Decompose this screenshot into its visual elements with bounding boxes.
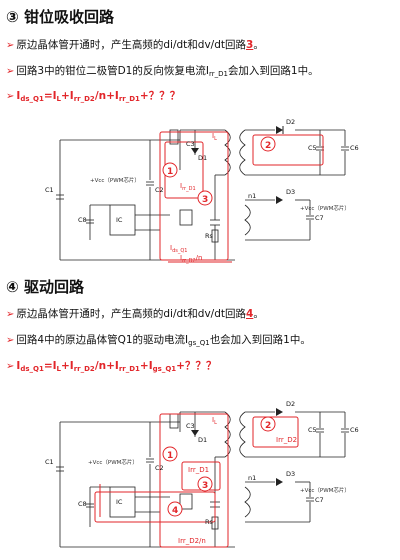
svg-text:C3: C3 [186,140,195,148]
svg-text:2: 2 [265,421,271,431]
svg-text:C7: C7 [315,214,324,222]
section-4-title: ④ 驱动回路 [6,276,84,297]
svg-text:n1: n1 [248,474,256,482]
svg-text:+Vcc（PWM芯片）: +Vcc（PWM芯片） [300,204,350,212]
svg-text:C5: C5 [308,144,317,152]
section-number: ③ [6,8,19,26]
arrow-bullet-icon: ➢ [6,361,15,372]
svg-text:Rs: Rs [205,232,214,240]
svg-text:Irr_D1: Irr_D1 [180,182,196,192]
svg-text:Rs: Rs [205,518,214,526]
bullet-2: ➢回路3中的钳位二极管D1的反向恢复电流Irr_D1会加入到回路1中。 [6,65,319,78]
circuit-diagram-2: 1 2 3 4 C1 C2 C3 C5 C6 C7 C8 D1 D2 D3 IC… [45,400,359,548]
section-title-text: 钳位吸收回路 [23,8,114,26]
svg-text:C7: C7 [315,496,324,504]
svg-text:Irr_D2/n: Irr_D2/n [178,537,206,545]
svg-text:3: 3 [202,481,208,491]
arrow-bullet-icon: ➢ [6,309,15,320]
svg-text:C5: C5 [308,426,317,434]
svg-text:+Vcc（PWM芯片）: +Vcc（PWM芯片） [88,458,138,466]
arrow-bullet-icon: ➢ [6,335,15,346]
formula-2: ➢Ids_Q1=IL+Irr_D2/n+Irr_D1+Igs_Q1+？？？ [6,360,217,373]
svg-text:Ids_Q1: Ids_Q1 [170,244,187,254]
svg-text:Irr_D1: Irr_D1 [188,466,209,474]
svg-text:+Vcc（PWM芯片）: +Vcc（PWM芯片） [90,176,140,184]
svg-text:D1: D1 [198,436,207,444]
svg-text:C6: C6 [350,426,359,434]
bullet-3: ➢原边晶体管开通时，产生高频的di/dt和dv/dt回路4。 [6,308,264,320]
arrow-bullet-icon: ➢ [6,66,15,77]
section-number: ④ [6,278,19,296]
svg-text:IL: IL [212,132,217,142]
svg-text:C2: C2 [155,186,164,194]
svg-text:1: 1 [167,167,173,177]
arrow-bullet-icon: ➢ [6,40,15,51]
formula-1: ➢Ids_Q1=IL+Irr_D2/n+Irr_D1+？？？ [6,90,181,103]
svg-text:n1: n1 [248,192,256,200]
svg-text:C1: C1 [45,458,54,466]
bullet-4: ➢回路4中的原边晶体管Q1的驱动电流Igs_Q1也会加入到回路1中。 [6,334,311,347]
svg-text:Irr_D2: Irr_D2 [276,436,297,444]
svg-text:D2: D2 [286,118,295,126]
section-title-text: 驱动回路 [23,278,84,296]
section-3-title: ③ 钳位吸收回路 [6,6,114,27]
svg-text:C2: C2 [155,464,164,472]
circuit-diagram-1: 1 2 3 C1 C2 C3 C5 C6 C7 C8 D1 D2 D3 IC n… [45,118,359,264]
svg-text:C8: C8 [78,500,87,508]
svg-text:C8: C8 [78,216,87,224]
svg-text:D1: D1 [198,154,207,162]
svg-text:C1: C1 [45,186,54,194]
bullet-1: ➢原边晶体管开通时，产生高频的di/dt和dv/dt回路3。 [6,39,264,51]
svg-text:4: 4 [172,506,178,516]
svg-text:C6: C6 [350,144,359,152]
arrow-bullet-icon: ➢ [6,91,15,102]
svg-text:Irr_D2/n: Irr_D2/n [180,254,202,264]
svg-text:+Vcc（PWM芯片）: +Vcc（PWM芯片） [300,486,350,494]
svg-text:C3: C3 [186,422,195,430]
svg-text:D3: D3 [286,470,295,478]
svg-text:2: 2 [265,141,271,151]
svg-text:D2: D2 [286,400,295,408]
svg-text:IC: IC [116,498,123,506]
svg-text:1: 1 [167,451,173,461]
svg-text:D3: D3 [286,188,295,196]
svg-text:IL: IL [212,416,217,426]
svg-text:3: 3 [202,195,208,205]
svg-text:IC: IC [116,216,123,224]
